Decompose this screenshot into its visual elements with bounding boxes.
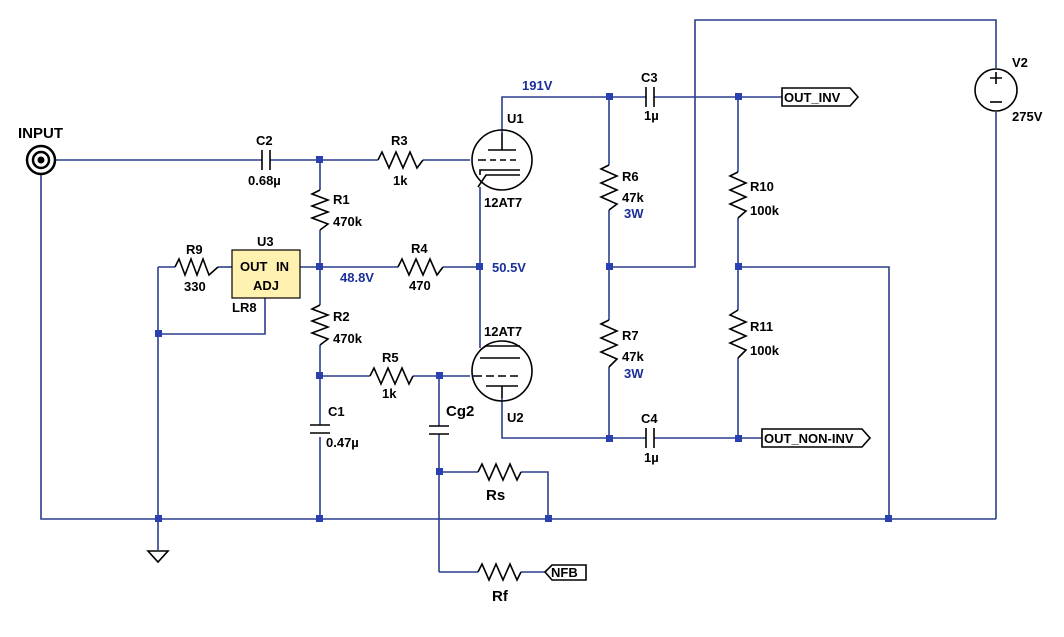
tube-u1 — [471, 129, 533, 191]
value-r6: 47k — [622, 190, 644, 205]
label-rf: Rf — [492, 588, 509, 605]
resistor-r1 — [309, 189, 331, 231]
u3-part: LR8 — [232, 300, 257, 315]
u3-pin-in: IN — [276, 259, 289, 274]
label-u1: U1 — [507, 111, 524, 126]
resistor-r3 — [377, 150, 424, 170]
capacitor-cg2 — [429, 425, 449, 435]
ground-symbol — [146, 550, 170, 564]
label-out-non-inv: OUT_NON-INV — [764, 431, 854, 446]
label-r2: R2 — [333, 309, 350, 324]
regulator-u3 — [231, 249, 301, 299]
label-r11: R11 — [750, 319, 773, 334]
value-r5: 1k — [382, 386, 397, 401]
voltage-reg-out: 48.8V — [340, 270, 374, 285]
value-c4: 1µ — [644, 450, 659, 465]
capacitor-c3 — [645, 87, 655, 107]
resistor-r2 — [309, 304, 331, 346]
resistor-r5 — [369, 366, 414, 386]
net-flag-out-inv — [781, 87, 860, 107]
resistor-r7 — [599, 319, 619, 368]
value-c1: 0.47µ — [326, 435, 359, 450]
label-input: INPUT — [18, 125, 63, 142]
resistor-r6 — [599, 164, 619, 211]
label-nfb: NFB — [551, 565, 578, 580]
label-c4: C4 — [641, 411, 658, 426]
net-flag-out-non-inv — [761, 428, 872, 448]
label-r5: R5 — [382, 350, 399, 365]
value-r3: 1k — [393, 173, 408, 188]
label-r4: R4 — [411, 241, 428, 256]
label-u3: U3 — [257, 234, 274, 249]
value-r4: 470 — [409, 278, 431, 293]
u3-pin-adj: ADJ — [253, 278, 279, 293]
resistor-r10 — [728, 171, 748, 219]
label-r6: R6 — [622, 169, 639, 184]
power-r6: 3W — [624, 206, 644, 221]
u3-pin-out: OUT — [240, 259, 268, 274]
resistor-r4 — [397, 257, 444, 277]
label-r7: R7 — [622, 328, 639, 343]
tube-u2 — [471, 340, 533, 402]
value-c2: 0.68µ — [248, 173, 281, 188]
resistor-r9 — [174, 256, 219, 278]
label-out-inv: OUT_INV — [784, 90, 841, 105]
input-jack — [25, 144, 57, 176]
resistors — [174, 150, 748, 582]
label-rs: Rs — [486, 487, 505, 504]
power-r7: 3W — [624, 366, 644, 381]
label-r10: R10 — [750, 179, 774, 194]
label-v2: V2 — [1012, 55, 1028, 70]
label-r1: R1 — [333, 192, 350, 207]
label-c1: C1 — [328, 404, 345, 419]
value-r11: 100k — [750, 343, 780, 358]
net-flag-nfb — [543, 564, 587, 581]
resistor-rs — [477, 462, 522, 482]
capacitor-c4 — [645, 428, 655, 448]
label-c2: C2 — [256, 133, 273, 148]
value-c3: 1µ — [644, 108, 659, 123]
labels: INPUT C2 0.68µ R3 1k R1 470k R9 330 U3 O… — [18, 55, 1043, 605]
part-u1: 12AT7 — [484, 195, 522, 210]
value-r1: 470k — [333, 214, 363, 229]
node-dots — [155, 93, 892, 522]
voltage-source-v2 — [974, 68, 1018, 112]
value-v2: 275V — [1012, 109, 1043, 124]
label-c3: C3 — [641, 70, 658, 85]
capacitor-c1 — [310, 424, 330, 434]
value-r2: 470k — [333, 331, 363, 346]
value-r10: 100k — [750, 203, 780, 218]
voltage-cathode-grid: 50.5V — [492, 260, 526, 275]
resistor-r11 — [728, 309, 748, 359]
label-r9: R9 — [186, 242, 203, 257]
label-cg2: Cg2 — [446, 403, 474, 420]
capacitor-c2 — [261, 150, 271, 170]
capacitors — [261, 87, 655, 448]
resistor-rf — [477, 562, 522, 582]
voltage-plate: 191V — [522, 78, 553, 93]
label-r3: R3 — [391, 133, 408, 148]
part-u2: 12AT7 — [484, 324, 522, 339]
label-u2: U2 — [507, 410, 524, 425]
value-r9: 330 — [184, 279, 206, 294]
value-r7: 47k — [622, 349, 644, 364]
